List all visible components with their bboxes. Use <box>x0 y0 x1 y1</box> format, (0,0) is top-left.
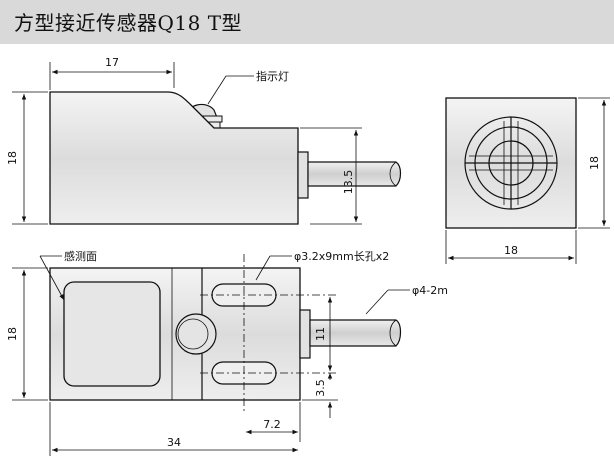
label-cable: φ4-2m <box>412 284 448 297</box>
side-body <box>49 91 299 225</box>
front-indicator <box>175 313 217 355</box>
front-view: 18 11 3.5 7.2 34 感测面 φ3.2x9mm长孔x2 <box>6 250 448 456</box>
dim-front-height: 18 <box>6 327 19 341</box>
dim-end-height: 18 <box>588 156 601 170</box>
dim-slot-offset: 3.5 <box>314 379 327 397</box>
side-view: 17 18 13.5 指示灯 <box>6 56 402 225</box>
label-sensing-face: 感测面 <box>64 250 97 263</box>
end-view: 18 18 <box>445 97 610 264</box>
sensing-face <box>63 281 161 387</box>
dim-slot-right: 7.2 <box>263 418 281 431</box>
label-mount-hole: φ3.2x9mm长孔x2 <box>294 250 389 263</box>
dim-cable-height: 13.5 <box>342 170 355 195</box>
dim-side-height: 18 <box>6 151 19 165</box>
label-indicator: 指示灯 <box>256 69 289 83</box>
page-title: 方型接近传感器Q18 T型 <box>14 11 243 35</box>
title-bar: 方型接近传感器Q18 T型 <box>0 0 614 44</box>
dim-total-length: 34 <box>167 436 181 449</box>
dim-top-width: 17 <box>105 56 119 69</box>
front-cable-gland <box>299 309 311 359</box>
side-cable-gland <box>297 151 309 199</box>
dim-end-width: 18 <box>504 244 518 257</box>
front-cable <box>309 319 402 347</box>
dim-slot-spacing: 11 <box>314 327 327 341</box>
